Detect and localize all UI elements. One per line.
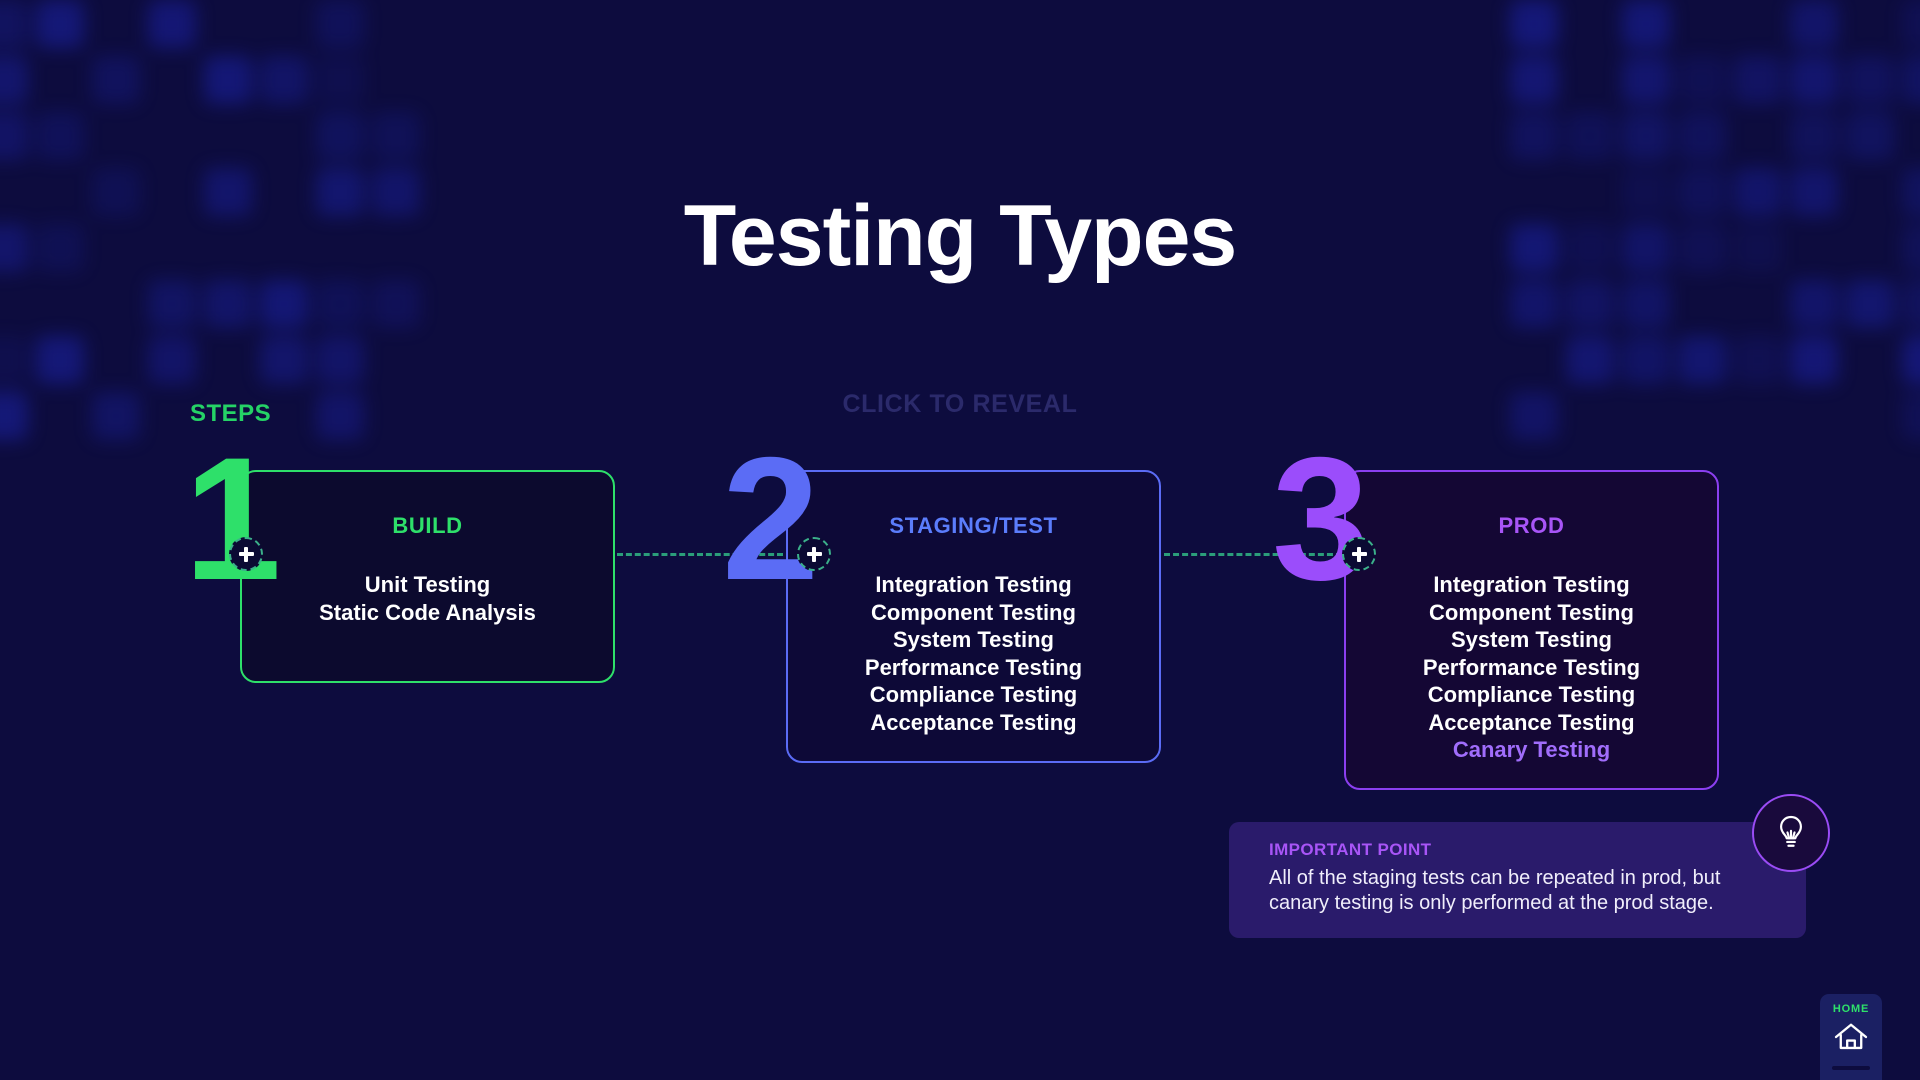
background-square [36,112,84,160]
background-square [1678,336,1726,384]
stage-item: Integration Testing [875,572,1072,597]
home-indicator-bar [1832,1066,1870,1070]
background-square [1902,0,1920,48]
step-number-1: 1 [184,422,281,617]
background-square [1902,280,1920,328]
background-square [1678,112,1726,160]
background-square [1622,56,1670,104]
important-point-label: IMPORTANT POINT [1269,840,1432,859]
important-point-body: All of the staging tests can be repeated… [1269,867,1721,914]
background-square [1510,56,1558,104]
stage-item: System Testing [1451,627,1612,652]
stage-item: System Testing [893,627,1054,652]
background-square [36,0,84,48]
hint-lightbulb-button[interactable] [1752,794,1830,872]
stage-item: Acceptance Testing [870,709,1077,735]
stage-item: Performance Testing [864,654,1083,680]
background-square [36,336,84,384]
stage-item: Canary Testing [1452,737,1611,762]
page-title: Testing Types [683,188,1237,284]
background-square [316,112,364,160]
background-square [1790,56,1838,104]
stage-item: Component Testing [871,599,1076,625]
background-square [0,56,28,104]
expand-plus-icon-step2[interactable] [797,537,831,571]
home-button-label: HOME [1832,1003,1870,1015]
background-square [1678,56,1726,104]
background-square [1622,336,1670,384]
background-square [1510,0,1558,48]
expand-plus-icon-step1[interactable] [229,537,263,571]
background-square [1510,280,1558,328]
step-number-2: 2 [722,422,819,617]
stage-item: Component Testing [1429,599,1634,625]
background-square [1734,56,1782,104]
home-button[interactable]: HOME [1820,994,1882,1080]
background-square [1734,336,1782,384]
background-square [372,112,420,160]
stage-item: Acceptance Testing [1428,709,1635,735]
background-square [1510,112,1558,160]
steps-label: STEPS [190,400,272,427]
background-square [260,336,308,384]
stage-item: Unit Testing [364,572,491,597]
background-square [1790,112,1838,160]
background-square [1846,280,1894,328]
background-square [260,56,308,104]
background-square [204,280,252,328]
background-square [148,336,196,384]
background-square [372,280,420,328]
background-square [316,0,364,48]
stage-item: Performance Testing [1422,654,1641,680]
stage-title-staging-test: STAGING/TEST [889,513,1058,538]
important-point-callout: IMPORTANT POINT All of the staging tests… [1229,822,1806,938]
background-square [1622,0,1670,48]
background-square [0,0,28,48]
house-icon [1833,1022,1869,1052]
background-square [1790,336,1838,384]
stage-title-build: BUILD [392,513,463,538]
background-square [316,336,364,384]
background-square [148,0,196,48]
lightbulb-icon [1774,814,1808,852]
background-square [204,56,252,104]
click-to-reveal-hint: CLICK TO REVEAL [842,390,1078,418]
background-square [1622,280,1670,328]
background-square [1566,112,1614,160]
stage-item: Compliance Testing [1427,682,1636,707]
background-square [1790,0,1838,48]
background-square [0,336,28,384]
background-square [92,56,140,104]
background-square [1846,112,1894,160]
background-square [148,280,196,328]
background-square [260,280,308,328]
background-square [1902,336,1920,384]
background-square [1622,112,1670,160]
stage-item: Compliance Testing [869,682,1078,707]
background-square [1566,280,1614,328]
background-square [0,112,28,160]
stage-item: Static Code Analysis [319,599,536,625]
background-square [316,56,364,104]
connector-step2-step3 [1164,553,1342,556]
background-square [1846,56,1894,104]
background-square [316,280,364,328]
expand-plus-icon-step3[interactable] [1342,537,1376,571]
stage-item: Integration Testing [1433,572,1630,597]
background-square [1566,336,1614,384]
stage-title-prod: PROD [1498,513,1565,538]
background-square [1790,280,1838,328]
background-square [1902,56,1920,104]
connector-step1-step2 [617,553,783,556]
step-number-3: 3 [1272,422,1369,617]
